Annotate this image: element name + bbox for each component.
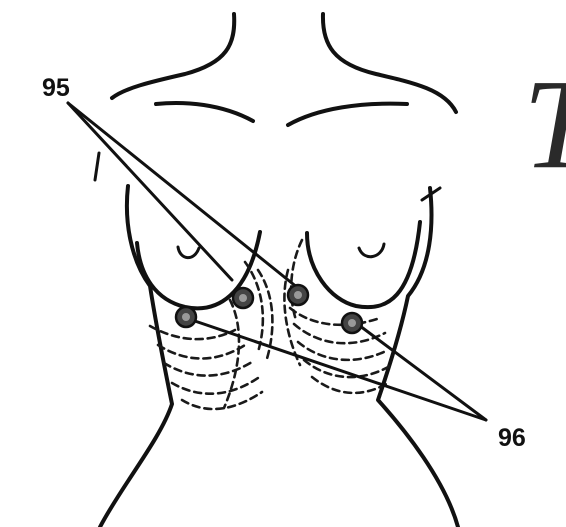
dashed-wave-left-3 xyxy=(164,362,252,376)
label-96: 96 xyxy=(498,424,526,453)
neck-right-line xyxy=(323,14,456,112)
left-clavicle xyxy=(156,103,253,121)
label-95: 95 xyxy=(42,74,70,103)
right-clavicle xyxy=(288,104,407,125)
leader-96-b xyxy=(352,320,486,420)
dashed-wave-right-5 xyxy=(312,377,388,393)
leader-95-b xyxy=(68,103,298,288)
dashed-wave-right-1 xyxy=(290,308,380,325)
right-breast-outline xyxy=(307,222,420,307)
dashed-wave-right-3 xyxy=(298,342,388,360)
torso-left-outline xyxy=(100,186,172,527)
dashed-wave-left-1 xyxy=(150,326,235,339)
right-nipple-mark xyxy=(359,244,384,257)
stray-stroke xyxy=(95,153,99,180)
dashed-wave-left-4 xyxy=(172,378,258,394)
marker-dot-lower-right xyxy=(342,313,362,333)
dashed-wave-left-2 xyxy=(158,345,245,359)
page-letter: T xyxy=(523,60,566,188)
leader-96-a xyxy=(186,318,486,420)
dashed-arc-right-a xyxy=(291,240,302,320)
left-nipple-mark xyxy=(178,247,199,258)
marker-dot-upper-right xyxy=(288,285,308,305)
dashed-wave-left-5 xyxy=(182,392,262,409)
marker-dot-upper-left xyxy=(233,288,253,308)
marker-dot-lower-left xyxy=(176,307,196,327)
leader-95-a xyxy=(68,103,232,280)
neck-left-line xyxy=(112,14,234,98)
